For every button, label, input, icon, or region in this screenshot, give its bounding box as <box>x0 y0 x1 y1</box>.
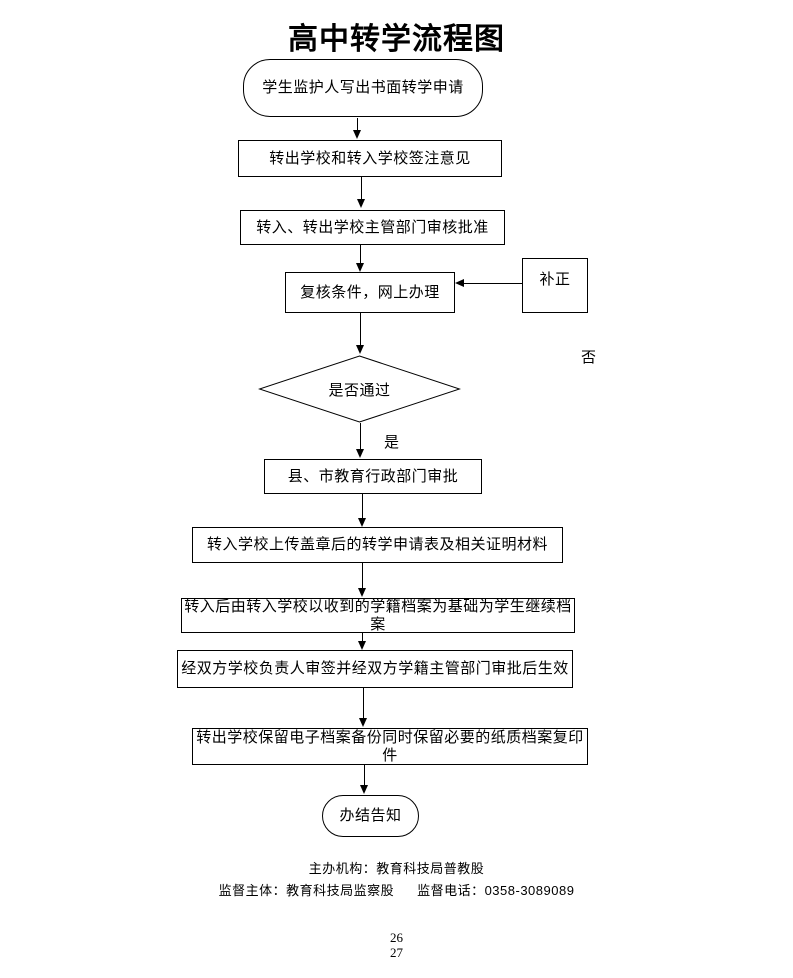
page-number-first: 26 <box>390 930 403 945</box>
arrow-correction-to-review <box>455 279 522 288</box>
node-county-approval: 县、市教育行政部门审批 <box>264 459 482 494</box>
node-correction: 补正 <box>522 258 588 313</box>
diamond-shape-icon <box>258 355 461 423</box>
arrow-county-to-upload <box>358 494 367 527</box>
arrow-head-icon <box>359 718 367 727</box>
page-title: 高中转学流程图 <box>288 23 505 56</box>
footer-supervisor: 监督主体：教育科技局监察股 <box>218 883 395 898</box>
arrow-head-icon <box>356 345 364 354</box>
arrow-copies-to-end <box>360 765 369 794</box>
arrow-line <box>357 118 358 132</box>
arrow-line <box>361 177 362 201</box>
arrow-line <box>362 633 363 643</box>
arrow-decision-to-county <box>356 423 365 458</box>
arrow-effect-to-copies <box>359 688 368 727</box>
footer-supervision-row: 监督主体：教育科技局监察股 监督电话：0358-3089089 <box>0 880 793 899</box>
decision-label: 是否通过 <box>328 381 391 399</box>
node-review-online: 复核条件，网上办理 <box>285 272 455 313</box>
node-take-effect: 经双方学校负责人审签并经双方学籍主管部门审批后生效 <box>177 650 573 688</box>
arrow-line <box>362 563 363 590</box>
node-sign-opinion: 转出学校和转入学校签注意见 <box>238 140 502 177</box>
page-numbers: 26 27 <box>0 930 793 960</box>
footer-organizer: 主办机构：教育科技局普教股 <box>308 861 485 876</box>
arrow-line <box>360 245 361 265</box>
arrow-line <box>363 688 364 720</box>
node-upload-materials: 转入学校上传盖章后的转学申请表及相关证明材料 <box>192 527 563 563</box>
arrow-line <box>364 765 365 787</box>
arrow-line <box>362 494 363 520</box>
arrow-line <box>360 313 361 347</box>
arrow-line <box>360 423 361 451</box>
label-no: 否 <box>581 349 597 366</box>
node-end-terminator: 办结告知 <box>322 795 419 837</box>
arrow-start-to-sign <box>353 118 362 139</box>
arrow-head-icon <box>356 263 364 272</box>
arrow-head-icon <box>358 588 366 597</box>
node-dept-approval: 转入、转出学校主管部门审核批准 <box>240 210 505 245</box>
page-number-second: 27 <box>390 945 403 960</box>
arrow-head-icon <box>358 641 366 650</box>
label-yes: 是 <box>384 434 400 451</box>
arrow-upload-to-archive <box>358 563 367 597</box>
arrow-head-icon <box>353 130 361 139</box>
arrow-head-icon <box>358 518 366 527</box>
arrow-line <box>463 283 522 284</box>
arrow-review-to-decision <box>356 313 365 354</box>
footer-hotline: 监督电话：0358-3089089 <box>417 883 575 898</box>
arrow-dept-to-review <box>356 245 365 272</box>
arrow-head-icon <box>357 199 365 208</box>
arrow-sign-to-dept <box>357 177 366 208</box>
arrow-head-icon <box>455 279 464 287</box>
arrow-archive-to-effect <box>358 633 367 650</box>
node-continue-archive: 转入后由转入学校以收到的学籍档案为基础为学生继续档案 <box>181 598 575 633</box>
node-start-terminator: 学生监护人写出书面转学申请 <box>243 59 483 117</box>
node-keep-copies: 转出学校保留电子档案备份同时保留必要的纸质档案复印件 <box>192 728 588 765</box>
arrow-head-icon <box>360 785 368 794</box>
node-decision: 是否通过 <box>258 355 461 423</box>
arrow-head-icon <box>356 449 364 458</box>
